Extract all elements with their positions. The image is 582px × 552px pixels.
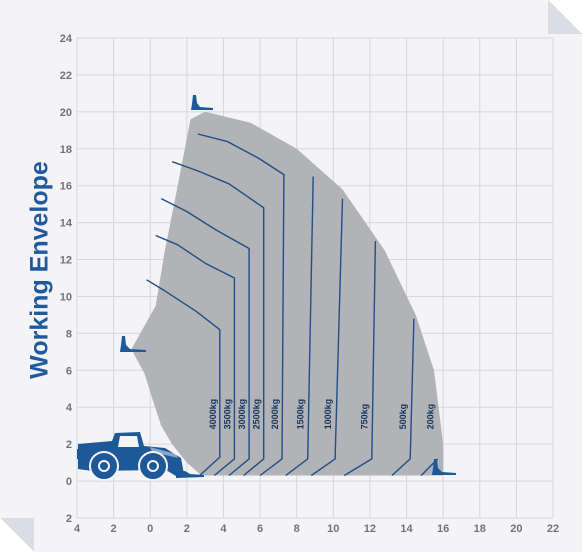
envelope [131,111,444,476]
x-tick-label: 0 [147,523,153,535]
boom-tip-marker-right [432,459,456,475]
y-tick-label: 0 [66,476,72,488]
x-tick-label: 22 [547,523,559,535]
boom-tip-marker-top [191,95,213,110]
load-label-750kg: 750kg [360,404,370,430]
y-tick-label: 20 [60,107,72,119]
load-curve-3500kg [155,234,236,477]
load-label-4000kg: 4000kg [208,399,218,430]
load-label-200kg: 200kg [426,404,436,430]
y-tick-label: 8 [66,328,72,340]
load-label-1000kg: 1000kg [323,399,333,430]
x-tick-label: 2 [184,523,190,535]
x-tick-label: 12 [364,523,376,535]
y-tick-label: 16 [60,181,72,193]
load-curve-750kg [343,241,377,477]
folded-corner-bottom-left [0,518,34,552]
load-label-3500kg: 3500kg [222,399,232,430]
load-curves: 4000kg 3500kg 3000kg 2500kg 2000kg 1500kg 1000… [146,133,439,477]
y-tick-label: 24 [60,33,73,45]
load-curve-1500kg [285,176,314,477]
load-curve-4000kg [146,279,221,477]
load-label-2000kg: 2000kg [270,399,280,430]
y-tick-label: 10 [60,291,72,303]
x-tick-label: 4 [74,523,81,535]
load-label-2500kg: 2500kg [252,399,262,430]
x-tick-label: 18 [474,523,486,535]
working-envelope-area [131,111,444,476]
load-label-1500kg: 1500kg [296,399,306,430]
x-tick-label: 6 [257,523,263,535]
x-tick-label: 14 [400,523,413,535]
x-tick-label: 8 [294,523,300,535]
load-curve-1000kg [310,198,344,477]
x-tick-label: 10 [327,523,339,535]
load-curve-2000kg [197,133,285,477]
y-tick-label: 2 [66,513,72,525]
x-tick-label: 16 [437,523,449,535]
boom-tip-marker-left [120,336,146,352]
load-curve-2500kg [171,161,265,477]
x-tick-label: 20 [510,523,522,535]
folded-corner-top-right [548,0,582,34]
x-tick-label: 2 [111,523,117,535]
load-curve-500kg [391,318,415,477]
y-tick-label: 4 [66,402,73,414]
x-tick-label: 4 [220,523,227,535]
y-tick-label: 12 [60,255,72,267]
y-tick-label: 18 [60,144,72,156]
y-tick-label: 22 [60,70,72,82]
load-label-3000kg: 3000kg [237,399,247,430]
y-tick-label: 2 [66,439,72,451]
y-tick-label: 6 [66,365,72,377]
telehandler-vehicle-icon [77,432,184,481]
y-tick-label: 14 [60,218,73,230]
load-curve-3000kg [160,197,250,477]
load-label-500kg: 500kg [398,404,408,430]
